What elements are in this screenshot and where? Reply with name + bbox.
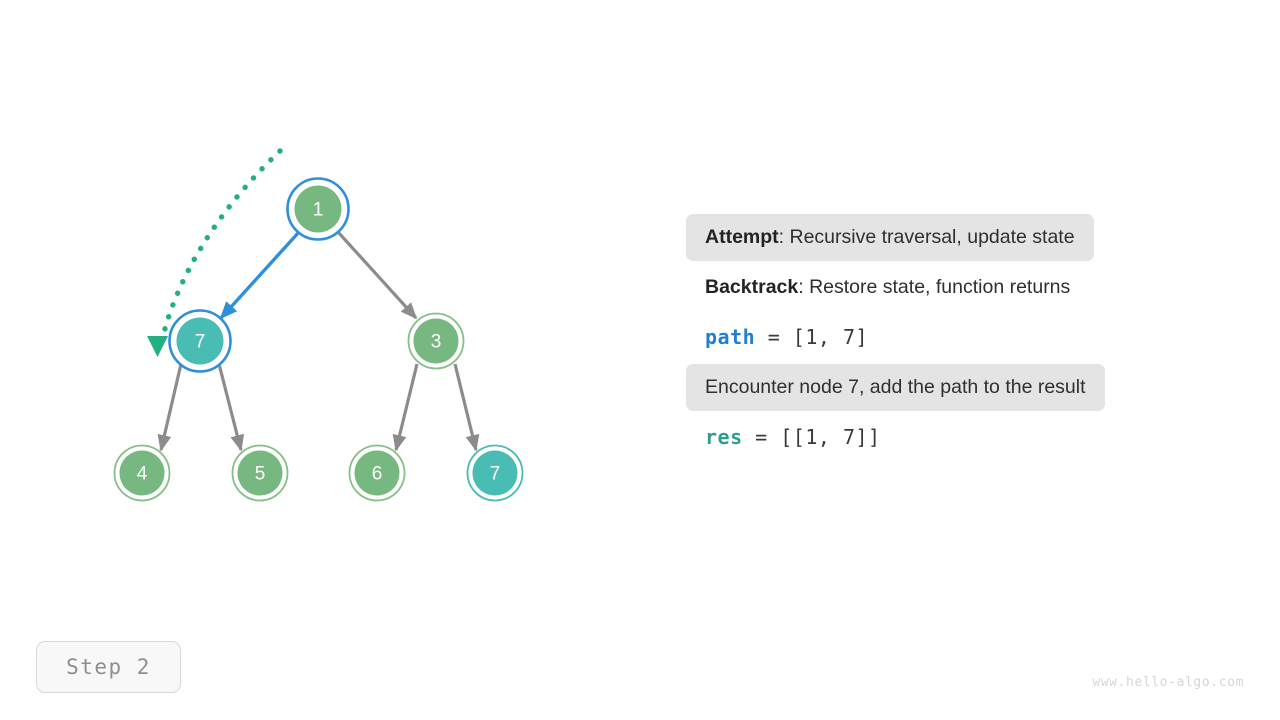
tree-edges [157, 230, 480, 452]
res-row: res = [[1, 7]] [686, 414, 1206, 461]
explanation-panel: Attempt: Recursive traversal, update sta… [686, 214, 1206, 464]
backtrack-dotted-path [147, 148, 283, 357]
res-value: = [[1, 7]] [742, 425, 881, 449]
tree-node-7-left[interactable]: 7 [168, 309, 232, 373]
backtrack-text: : Restore state, function returns [798, 276, 1071, 298]
edge-1-to-3 [336, 230, 418, 320]
edge-3-to-6 [392, 363, 419, 452]
tree-node-3[interactable]: 3 [407, 312, 465, 370]
tree-node-5[interactable]: 5 [231, 444, 289, 502]
attempt-text: : Recursive traversal, update state [778, 226, 1075, 248]
step-badge: Step 2 [36, 641, 181, 693]
edge-7-to-4 [157, 363, 183, 452]
path-row: path = [1, 7] [686, 314, 1206, 361]
path-value: = [1, 7] [755, 325, 869, 349]
node-label: 4 [137, 464, 148, 485]
path-variable: path [705, 325, 756, 349]
node-label: 6 [372, 464, 383, 485]
node-label: 7 [195, 332, 206, 353]
binary-tree-diagram: 1 7 3 4 5 [113, 148, 524, 502]
edge-3-to-7 [453, 363, 480, 452]
node-label: 1 [313, 200, 324, 221]
backtrack-row: Backtrack: Restore state, function retur… [686, 264, 1206, 311]
note-text: Encounter node 7, add the path to the re… [686, 364, 1105, 411]
traversal-pointer-triangle [147, 336, 168, 357]
attempt-label: Attempt [705, 226, 779, 248]
attempt-row: Attempt: Recursive traversal, update sta… [686, 214, 1206, 261]
backtrack-label: Backtrack [705, 276, 799, 298]
node-label: 7 [490, 464, 501, 485]
edge-1-to-7 [219, 230, 301, 320]
tree-node-4[interactable]: 4 [113, 444, 171, 502]
watermark: www.hello-algo.com [1092, 675, 1244, 690]
tree-node-7-right[interactable]: 7 [466, 444, 524, 502]
res-variable: res [705, 425, 743, 449]
edge-7-to-5 [217, 363, 245, 452]
node-label: 5 [255, 464, 266, 485]
note-row: Encounter node 7, add the path to the re… [686, 364, 1206, 411]
tree-node-6[interactable]: 6 [348, 444, 406, 502]
node-label: 3 [431, 332, 442, 353]
tree-node-1[interactable]: 1 [286, 177, 350, 241]
